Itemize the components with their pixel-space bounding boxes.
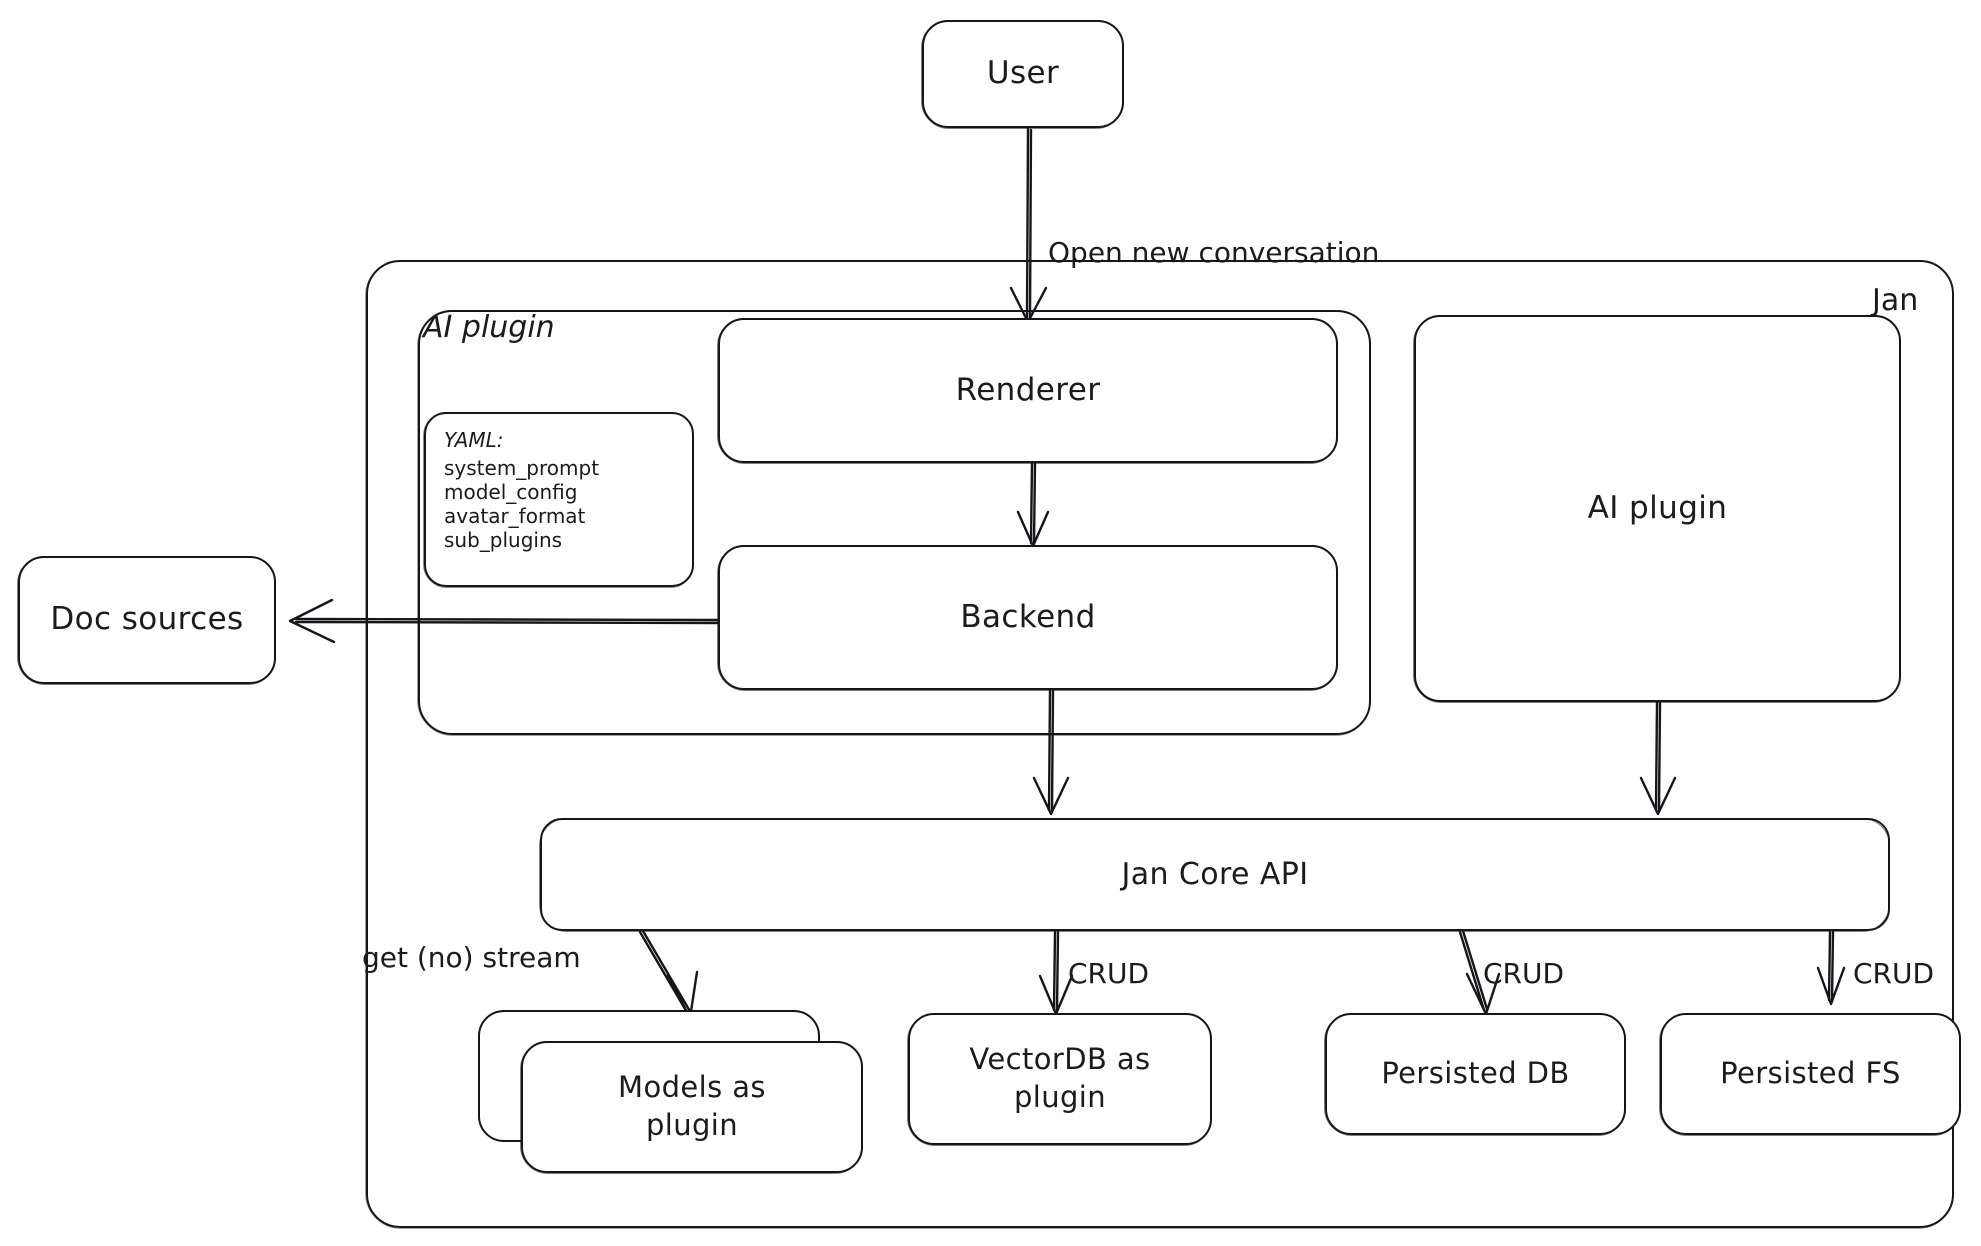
yaml-item-model-config: model_config xyxy=(444,480,578,504)
node-vectordb-plugin-label: VectorDB as plugin xyxy=(969,1042,1151,1114)
node-backend-label: Backend xyxy=(960,598,1096,635)
node-ai-plugin[interactable]: AI plugin xyxy=(1413,315,1901,703)
node-persisted-db-label: Persisted DB xyxy=(1381,1056,1570,1091)
node-vectordb-plugin[interactable]: VectorDB as plugin xyxy=(907,1013,1212,1146)
node-backend[interactable]: Backend xyxy=(717,545,1338,691)
node-models-plugin-label: Models as plugin xyxy=(618,1070,766,1142)
node-jan-core-api-label: Jan Core API xyxy=(1121,857,1309,892)
yaml-item-avatar-format: avatar_format xyxy=(444,504,586,528)
container-jan-label: Jan xyxy=(1872,283,1919,318)
node-models-plugin[interactable]: Models as plugin xyxy=(520,1041,863,1174)
node-renderer-label: Renderer xyxy=(955,371,1101,408)
edge-label-core-to-vectordb: CRUD xyxy=(1068,957,1150,990)
card-yaml-config: YAML: system_prompt model_config avatar_… xyxy=(423,412,694,588)
yaml-item-sub-plugins: sub_plugins xyxy=(444,528,563,552)
yaml-title: YAML: xyxy=(444,428,504,452)
edge-label-core-to-models: get (no) stream xyxy=(362,941,581,974)
node-renderer[interactable]: Renderer xyxy=(717,318,1338,464)
node-persisted-fs[interactable]: Persisted FS xyxy=(1659,1013,1961,1136)
edge-label-core-to-persisted-fs: CRUD xyxy=(1853,957,1935,990)
node-persisted-db[interactable]: Persisted DB xyxy=(1324,1013,1626,1136)
edge-label-core-to-persisted-db: CRUD xyxy=(1483,957,1565,990)
node-doc-sources[interactable]: Doc sources xyxy=(17,556,276,685)
node-jan-core-api[interactable]: Jan Core API xyxy=(539,818,1890,932)
node-user[interactable]: User xyxy=(921,20,1124,129)
yaml-item-system-prompt: system_prompt xyxy=(444,456,600,480)
container-ai-plugin-group-label: AI plugin xyxy=(423,310,555,345)
edge-label-line-1: Open new conversation xyxy=(1048,235,1380,269)
node-doc-sources-label: Doc sources xyxy=(50,601,244,638)
node-ai-plugin-label: AI plugin xyxy=(1587,489,1728,526)
node-user-label: User xyxy=(986,55,1060,92)
node-persisted-fs-label: Persisted FS xyxy=(1720,1056,1901,1091)
